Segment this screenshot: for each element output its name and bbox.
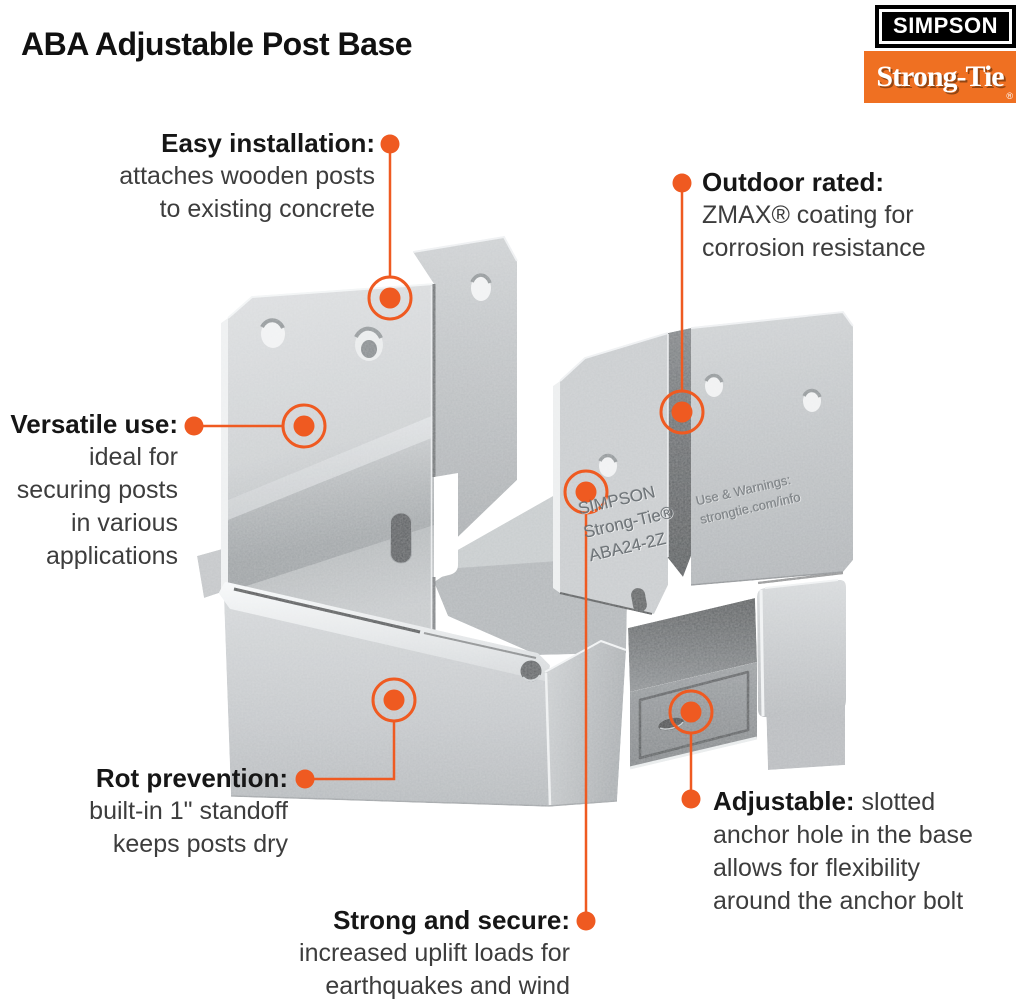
- callout-title: Easy installation:: [161, 128, 375, 158]
- left-plate-reflection-band: [228, 415, 434, 592]
- callout-rot-prevention: Rot prevention: built-in 1" standoff kee…: [0, 762, 288, 861]
- callout-line: built-in 1" standoff: [89, 797, 288, 825]
- dot-versatile-use: [184, 416, 204, 436]
- marker-rot-prevention: [371, 677, 417, 723]
- marker-adjustable: [668, 689, 714, 735]
- logo-strongtie-text: Strong-Tie: [876, 60, 1004, 93]
- callout-strong-and-secure: Strong and secure: increased uplift load…: [270, 904, 570, 1003]
- right-plate-edge-fold: [553, 381, 560, 593]
- base-top-fold: [219, 582, 550, 681]
- registered-mark: ®: [1006, 91, 1013, 101]
- callout-inline-text: slotted anchor hole in the base allows f…: [713, 788, 973, 915]
- callout-line: securing posts: [16, 476, 178, 504]
- callout-line: increased uplift loads for: [299, 939, 570, 967]
- callout-versatile-use: Versatile use: ideal for securing posts …: [0, 408, 178, 573]
- base-interior-back-wall: [628, 598, 757, 692]
- right-plate-nail-slot: [631, 588, 647, 612]
- left-plate-cutout: [434, 473, 458, 578]
- callout-line: ideal for: [89, 443, 178, 471]
- standoff-front-lip: [629, 736, 758, 770]
- callout-line: earthquakes and wind: [325, 972, 570, 1000]
- callout-connectors: [203, 153, 693, 912]
- base-fold-notch: [520, 660, 542, 682]
- marker-easy-installation: [367, 275, 413, 321]
- page-title: ABA Adjustable Post Base: [21, 26, 413, 62]
- left-plate-bolt-holes: [260, 273, 492, 361]
- callout-outdoor-rated: Outdoor rated: ZMAX® coating for corrosi…: [702, 166, 1002, 265]
- callout-line: to existing concrete: [159, 195, 375, 223]
- dot-strong-and-secure: [576, 911, 596, 931]
- callout-title: Rot prevention:: [95, 763, 288, 793]
- callout-easy-installation: Easy installation: attaches wooden posts…: [75, 127, 375, 226]
- callout-title: Versatile use:: [10, 409, 178, 439]
- logo-strongtie-box: Strong-Tie ®: [864, 51, 1016, 103]
- marker-outdoor-rated: [659, 389, 705, 435]
- left-plate-highlight: [228, 415, 434, 520]
- logo-simpson-box: SIMPSON: [875, 5, 1016, 48]
- left-plate-lower-tab: [197, 549, 228, 598]
- callout-title: Adjustable:: [713, 786, 855, 816]
- callout-text-dots: [184, 134, 701, 931]
- logo-simpson-text: SIMPSON: [879, 9, 1012, 44]
- callout-line: keeps posts dry: [112, 830, 288, 858]
- marker-strong-and-secure: [563, 469, 609, 515]
- connector-rot-prevention: [314, 721, 396, 781]
- callout-line: attaches wooden posts: [119, 162, 375, 190]
- dot-adjustable: [681, 789, 701, 809]
- callout-adjustable: Adjustable: slotted anchor hole in the b…: [713, 785, 975, 918]
- right-plate-right-face: [691, 312, 853, 585]
- callout-title: Outdoor rated:: [702, 167, 884, 197]
- left-plate-nail-slot: [390, 512, 412, 564]
- simpson-strongtie-logo: SIMPSON Strong-Tie ®: [864, 5, 1016, 103]
- callout-title: Strong and secure:: [333, 905, 570, 935]
- base-right-flange: [757, 579, 846, 718]
- dot-easy-installation: [380, 134, 400, 154]
- left-plate-edge-fold: [221, 318, 228, 597]
- callout-line: applications: [45, 542, 178, 570]
- callout-line: in various: [71, 509, 178, 537]
- callout-line: corrosion resistance: [702, 234, 926, 262]
- dot-outdoor-rated: [672, 173, 692, 193]
- dot-rot-prevention: [295, 769, 315, 789]
- marker-versatile-use: [281, 403, 327, 449]
- post-base-metal-body: [197, 235, 854, 807]
- post-slot-shadow: [233, 587, 421, 634]
- right-plate-bolt-holes: [598, 373, 822, 477]
- callout-target-markers: [281, 275, 714, 735]
- callout-line: ZMAX® coating for: [702, 201, 914, 229]
